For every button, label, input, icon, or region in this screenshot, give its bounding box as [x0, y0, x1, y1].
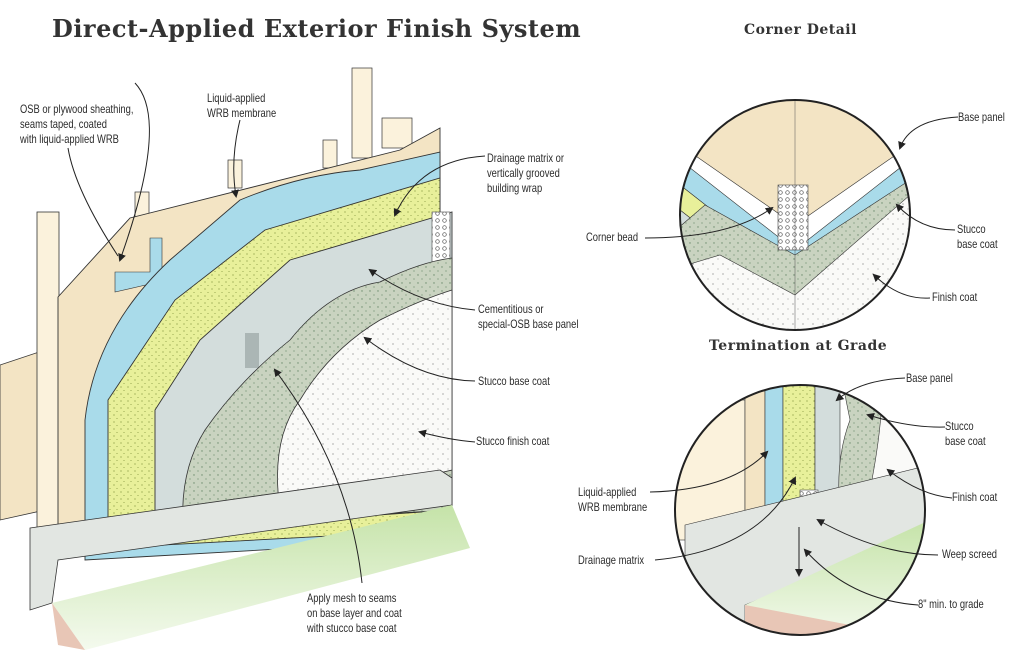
label-stucco-base-coat: Stucco base coat	[478, 374, 550, 388]
label-stucco-finish-coat: Stucco finish coat	[476, 434, 550, 448]
label-osb-sheathing: OSB or plywood sheathing, seams taped, c…	[20, 102, 134, 146]
corner-label-finish-coat: Finish coat	[932, 290, 978, 304]
corner-detail-illustration	[644, 99, 959, 331]
corner-label-base-panel: Base panel	[958, 110, 1005, 124]
termination-title: Termination at Grade	[709, 338, 888, 354]
label-wrb-membrane: Liquid-applied WRB membrane	[207, 91, 277, 120]
term-label-wrb-membrane: Liquid-applied WRB membrane	[578, 485, 648, 514]
corner-label-corner-bead: Corner bead	[586, 230, 639, 244]
term-label-finish-coat: Finish coat	[952, 490, 998, 504]
label-apply-mesh: Apply mesh to seams on base layer and co…	[307, 591, 402, 635]
corner-detail-title: Corner Detail	[744, 22, 857, 38]
term-label-clearance: 8" min. to grade	[918, 597, 984, 611]
label-base-panel: Cementitious or special-OSB base panel	[478, 302, 579, 331]
term-label-weep-screed: Weep screed	[942, 547, 997, 561]
corner-label-stucco-base-coat: Stucco base coat	[957, 222, 998, 251]
label-drainage-matrix: Drainage matrix or vertically grooved bu…	[487, 151, 564, 195]
term-label-base-panel: Base panel	[906, 371, 953, 385]
main-wall-section	[0, 67, 486, 650]
termination-detail-illustration	[649, 377, 953, 636]
main-title: Direct-Applied Exterior Finish System	[52, 14, 582, 43]
term-label-stucco-base-coat: Stucco base coat	[945, 419, 986, 448]
term-label-drainage-matrix: Drainage matrix	[578, 553, 645, 567]
